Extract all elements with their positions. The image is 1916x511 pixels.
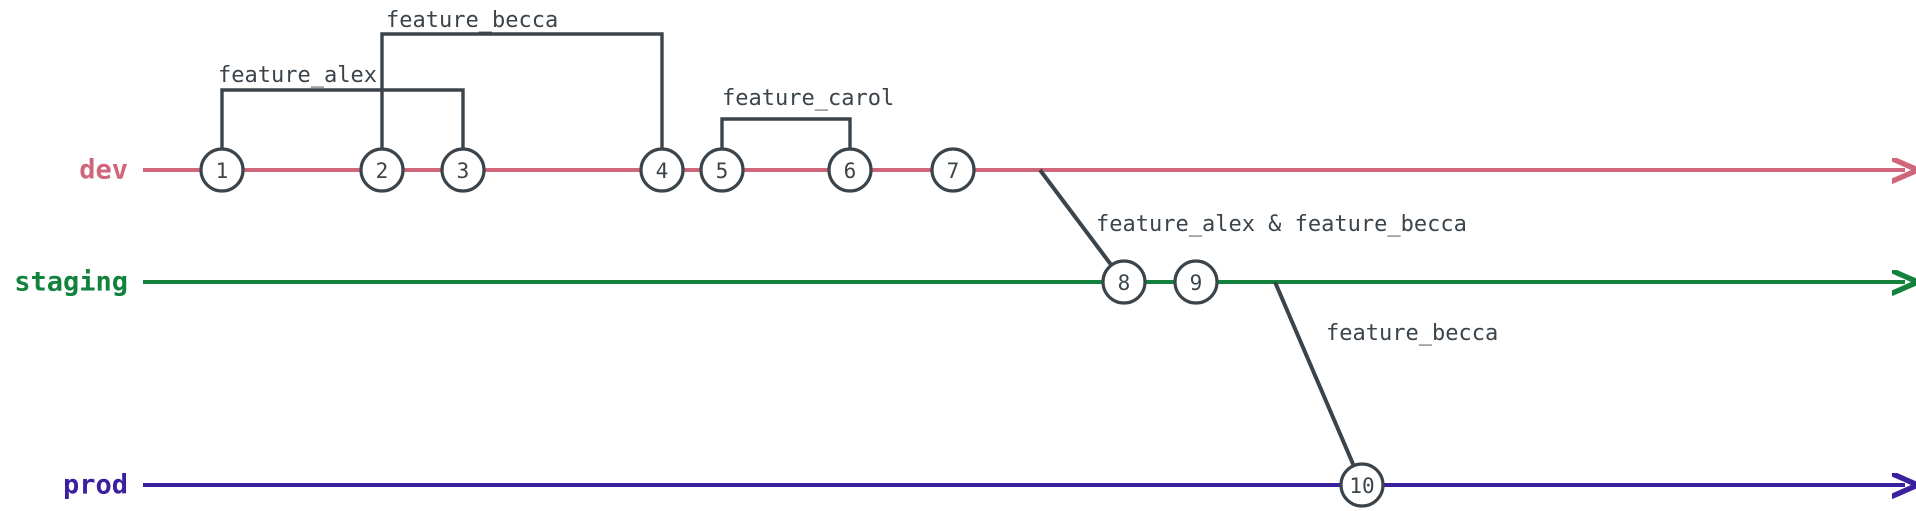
commit-node-4[interactable]: 4 <box>639 147 685 193</box>
feature-bracket-feature_alex <box>220 88 465 170</box>
merge-dev-to-staging-label: feature_alex & feature_becca <box>1096 212 1467 237</box>
commit-node-1[interactable]: 1 <box>199 147 245 193</box>
merge-dev-to-staging <box>1038 168 1126 284</box>
commit-node-label-10: 10 <box>1349 474 1374 498</box>
commit-node-label-2: 2 <box>376 159 389 183</box>
commit-node-2[interactable]: 2 <box>359 147 405 193</box>
commit-node-7[interactable]: 7 <box>930 147 976 193</box>
commit-node-3[interactable]: 3 <box>440 147 486 193</box>
commit-node-label-7: 7 <box>947 159 960 183</box>
commit-node-9[interactable]: 9 <box>1173 259 1219 305</box>
commit-nodes-group: 1 2 3 4 5 6 7 8 9 10 <box>199 147 1385 508</box>
commit-node-circle-4[interactable] <box>639 147 685 193</box>
commit-node-label-3: 3 <box>457 159 470 183</box>
commit-node-circle-8[interactable] <box>1101 259 1147 305</box>
commit-node-6[interactable]: 6 <box>827 147 873 193</box>
commit-node-circle-6[interactable] <box>827 147 873 193</box>
commit-node-circle-2[interactable] <box>359 147 405 193</box>
commit-node-label-1: 1 <box>216 159 229 183</box>
commit-node-circle-9[interactable] <box>1173 259 1219 305</box>
commit-node-8[interactable]: 8 <box>1101 259 1147 305</box>
commit-node-circle-3[interactable] <box>440 147 486 193</box>
commit-node-label-8: 8 <box>1118 271 1131 295</box>
lane-labels-group: dev staging prod <box>14 155 128 501</box>
merge-staging-to-prod <box>1273 281 1364 486</box>
lane-label-prod: prod <box>63 470 128 501</box>
feature-brackets-group <box>220 32 852 170</box>
feature-bracket-label-feature_becca: feature_becca <box>386 8 558 33</box>
lane-label-dev: dev <box>79 155 128 186</box>
lane-lines-group <box>143 170 1905 485</box>
commit-node-circle-1[interactable] <box>199 147 245 193</box>
commit-node-10[interactable]: 10 <box>1339 462 1385 508</box>
commit-node-label-9: 9 <box>1190 271 1203 295</box>
merge-lines-group <box>1038 168 1364 486</box>
commit-node-label-6: 6 <box>844 159 857 183</box>
lane-label-staging: staging <box>14 267 128 298</box>
feature-bracket-labels-group: feature_alex feature_becca feature_carol <box>218 8 894 111</box>
commit-node-circle-7[interactable] <box>930 147 976 193</box>
feature-bracket-label-feature_carol: feature_carol <box>722 86 894 111</box>
feature-bracket-label-feature_alex: feature_alex <box>218 63 377 88</box>
feature-bracket-feature_carol <box>720 117 852 170</box>
commit-node-label-4: 4 <box>656 159 669 183</box>
commit-node-circle-10[interactable] <box>1339 462 1385 508</box>
commit-node-circle-5[interactable] <box>699 147 745 193</box>
commit-node-5[interactable]: 5 <box>699 147 745 193</box>
feature-bracket-feature_becca <box>380 32 664 170</box>
merge-labels-group: feature_alex & feature_becca feature_becc… <box>1096 212 1498 346</box>
merge-staging-to-prod-label: feature_becca <box>1326 321 1498 346</box>
commit-node-label-5: 5 <box>716 159 729 183</box>
